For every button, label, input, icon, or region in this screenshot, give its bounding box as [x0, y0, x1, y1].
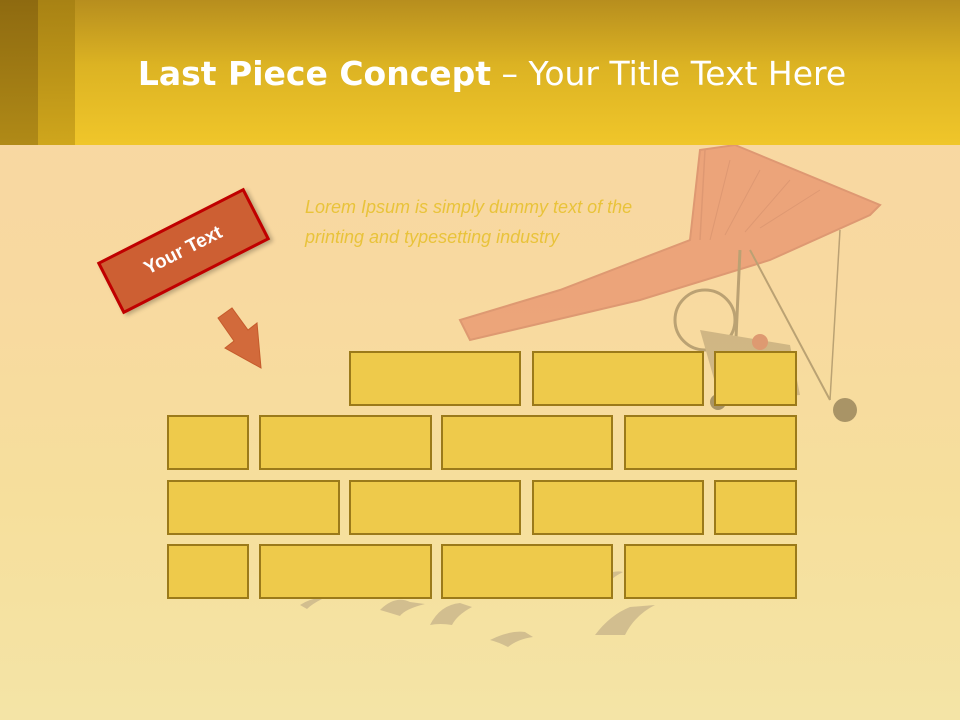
- brick[interactable]: [259, 415, 432, 470]
- lorem-text: Lorem Ipsum is simply dummy text of the …: [305, 192, 725, 252]
- title-bar: Last Piece Concept – Your Title Text Her…: [0, 0, 960, 145]
- lorem-line-2: printing and typesetting industry: [305, 227, 560, 247]
- brick[interactable]: [624, 544, 797, 599]
- flying-birds: [300, 571, 655, 647]
- brick[interactable]: [624, 415, 797, 470]
- brick[interactable]: [441, 544, 613, 599]
- brick[interactable]: [714, 351, 797, 406]
- brick[interactable]: [167, 544, 249, 599]
- brick[interactable]: [349, 480, 521, 535]
- title-bar-accent-light: [38, 0, 75, 145]
- lorem-line-1: Lorem Ipsum is simply dummy text of the: [305, 197, 633, 217]
- title-bar-accent-dark: [0, 0, 38, 145]
- brick[interactable]: [259, 544, 432, 599]
- slide-title: Last Piece Concept – Your Title Text Her…: [0, 54, 960, 93]
- brick[interactable]: [167, 480, 340, 535]
- brick[interactable]: [714, 480, 797, 535]
- brick[interactable]: [441, 415, 613, 470]
- brick[interactable]: [349, 351, 521, 406]
- slide-title-bold: Last Piece Concept: [137, 54, 492, 93]
- brick[interactable]: [532, 480, 704, 535]
- brick[interactable]: [167, 415, 249, 470]
- brick[interactable]: [532, 351, 704, 406]
- slide-title-rest: – Your Title Text Here: [491, 54, 847, 93]
